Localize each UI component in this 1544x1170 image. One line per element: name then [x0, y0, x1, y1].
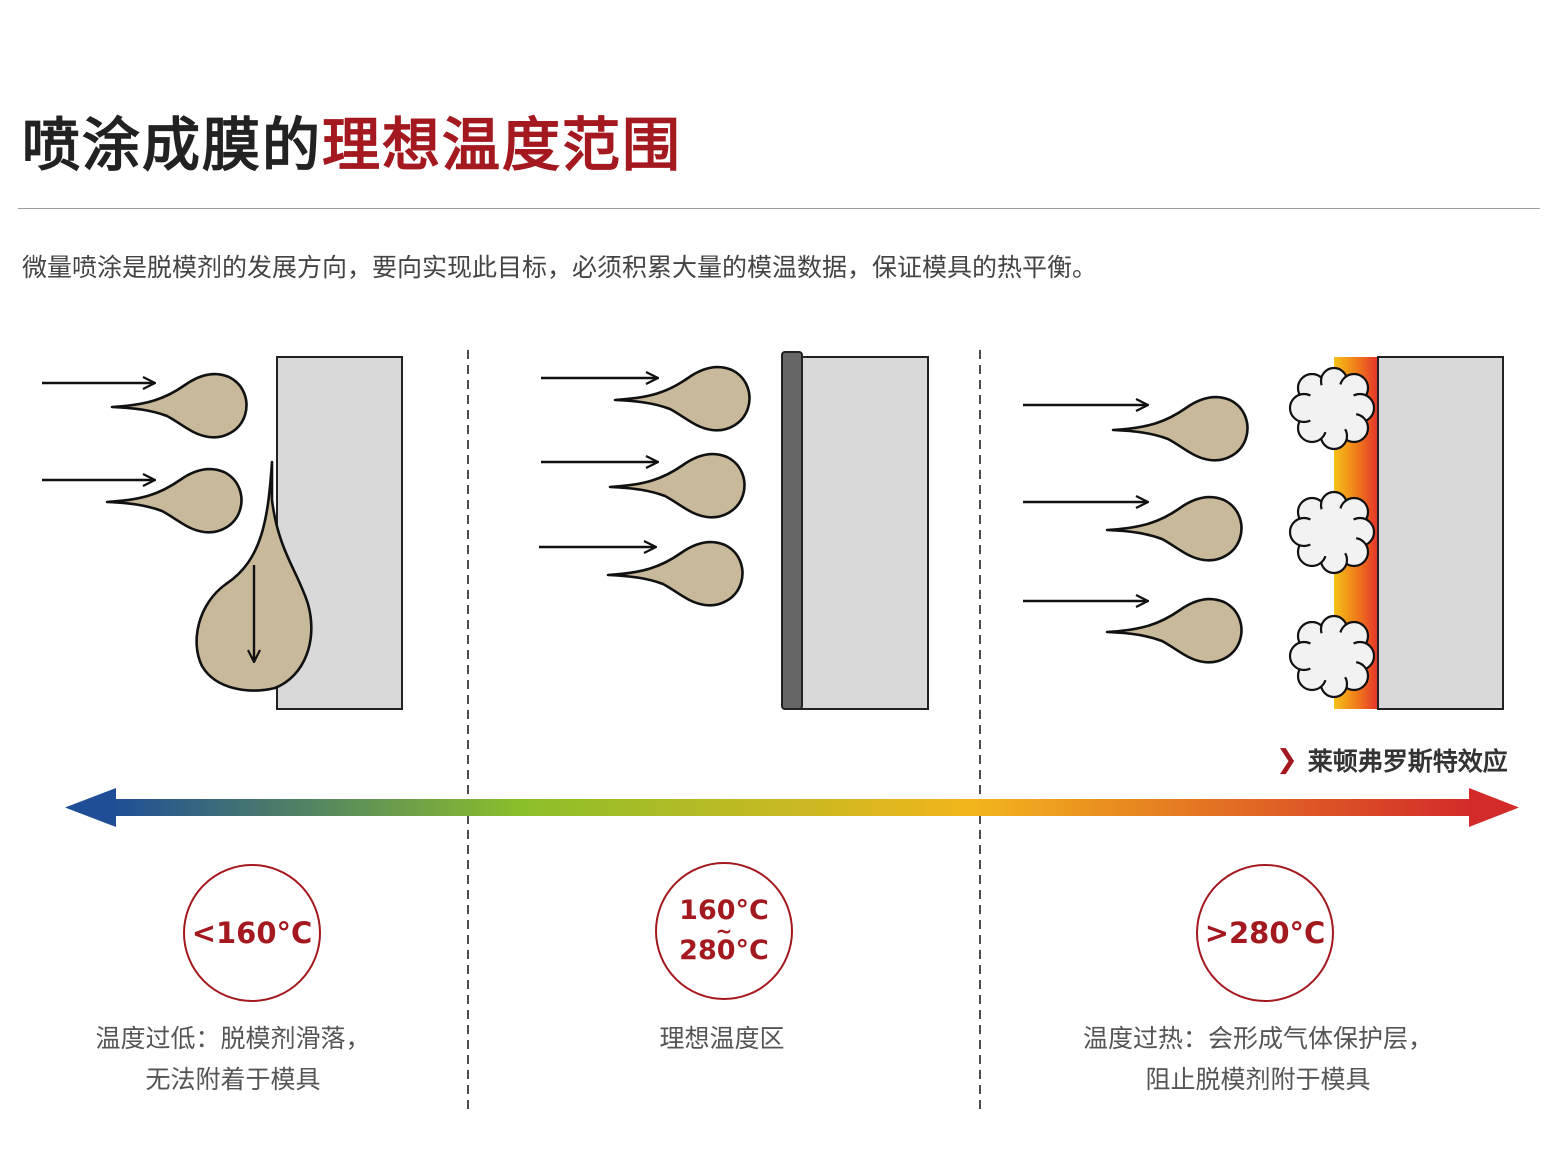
vapor-cloud: [1288, 490, 1376, 575]
temp-range-separator: ~: [715, 919, 733, 943]
temp-badge-high: >280°C: [1196, 864, 1334, 1002]
release-film: [781, 351, 803, 710]
spray-droplet: [606, 540, 744, 607]
temp-value-min: 160°C: [679, 895, 769, 926]
intro-text: 微量喷涂是脱模剂的发展方向，要向实现此目标，必须积累大量的模温数据，保证模具的热…: [22, 253, 1098, 282]
caption-line: 温度过低：脱模剂滑落，: [95, 1024, 371, 1053]
caption-line: 温度过热：会形成气体保护层，: [1082, 1024, 1433, 1053]
title-divider: [18, 208, 1540, 209]
vapor-cloud: [1288, 614, 1376, 699]
chevron-right-icon: ❯: [1276, 745, 1298, 775]
leidenfrost-label: ❯ 莱顿弗罗斯特效应: [1276, 742, 1508, 778]
mold-block: [1377, 356, 1504, 710]
temp-badge-ideal: 160°C ~ 280°C: [655, 862, 793, 1000]
caption-line: 阻止脱模剂附于模具: [1145, 1065, 1371, 1094]
leidenfrost-text: 莱顿弗罗斯特效应: [1307, 747, 1508, 776]
title-highlight: 理想温度范围: [322, 111, 683, 179]
temp-value: >280°C: [1204, 916, 1326, 950]
temp-value-max: 280°C: [679, 935, 769, 966]
temperature-scale-arrow: [65, 788, 1519, 827]
zone-ideal-caption: 理想温度区: [572, 1018, 872, 1059]
title-main: 喷涂成膜的: [22, 111, 323, 179]
temp-badge-low: <160°C: [183, 864, 321, 1002]
caption-line: 理想温度区: [659, 1024, 785, 1053]
spray-droplet: [608, 452, 746, 519]
zone-low-caption: 温度过低：脱模剂滑落， 无法附着于模具: [53, 1018, 413, 1100]
spray-droplet: [1111, 395, 1249, 462]
zone-high-caption: 温度过热：会形成气体保护层， 阻止脱模剂附于模具: [1048, 1018, 1468, 1100]
vapor-cloud: [1288, 366, 1376, 451]
zone-low-illustration: [42, 356, 403, 710]
mold-block: [800, 356, 929, 710]
zone-high-illustration: [1023, 356, 1504, 710]
spray-droplet: [613, 365, 751, 432]
temp-value: <160°C: [191, 916, 313, 950]
zone-ideal-illustration: [539, 351, 929, 710]
caption-line: 无法附着于模具: [145, 1065, 321, 1094]
page-title: 喷涂成膜的理想温度范围: [22, 100, 682, 190]
spray-droplet: [105, 467, 243, 534]
spray-droplet: [1105, 495, 1243, 562]
spray-droplet: [1105, 597, 1243, 664]
